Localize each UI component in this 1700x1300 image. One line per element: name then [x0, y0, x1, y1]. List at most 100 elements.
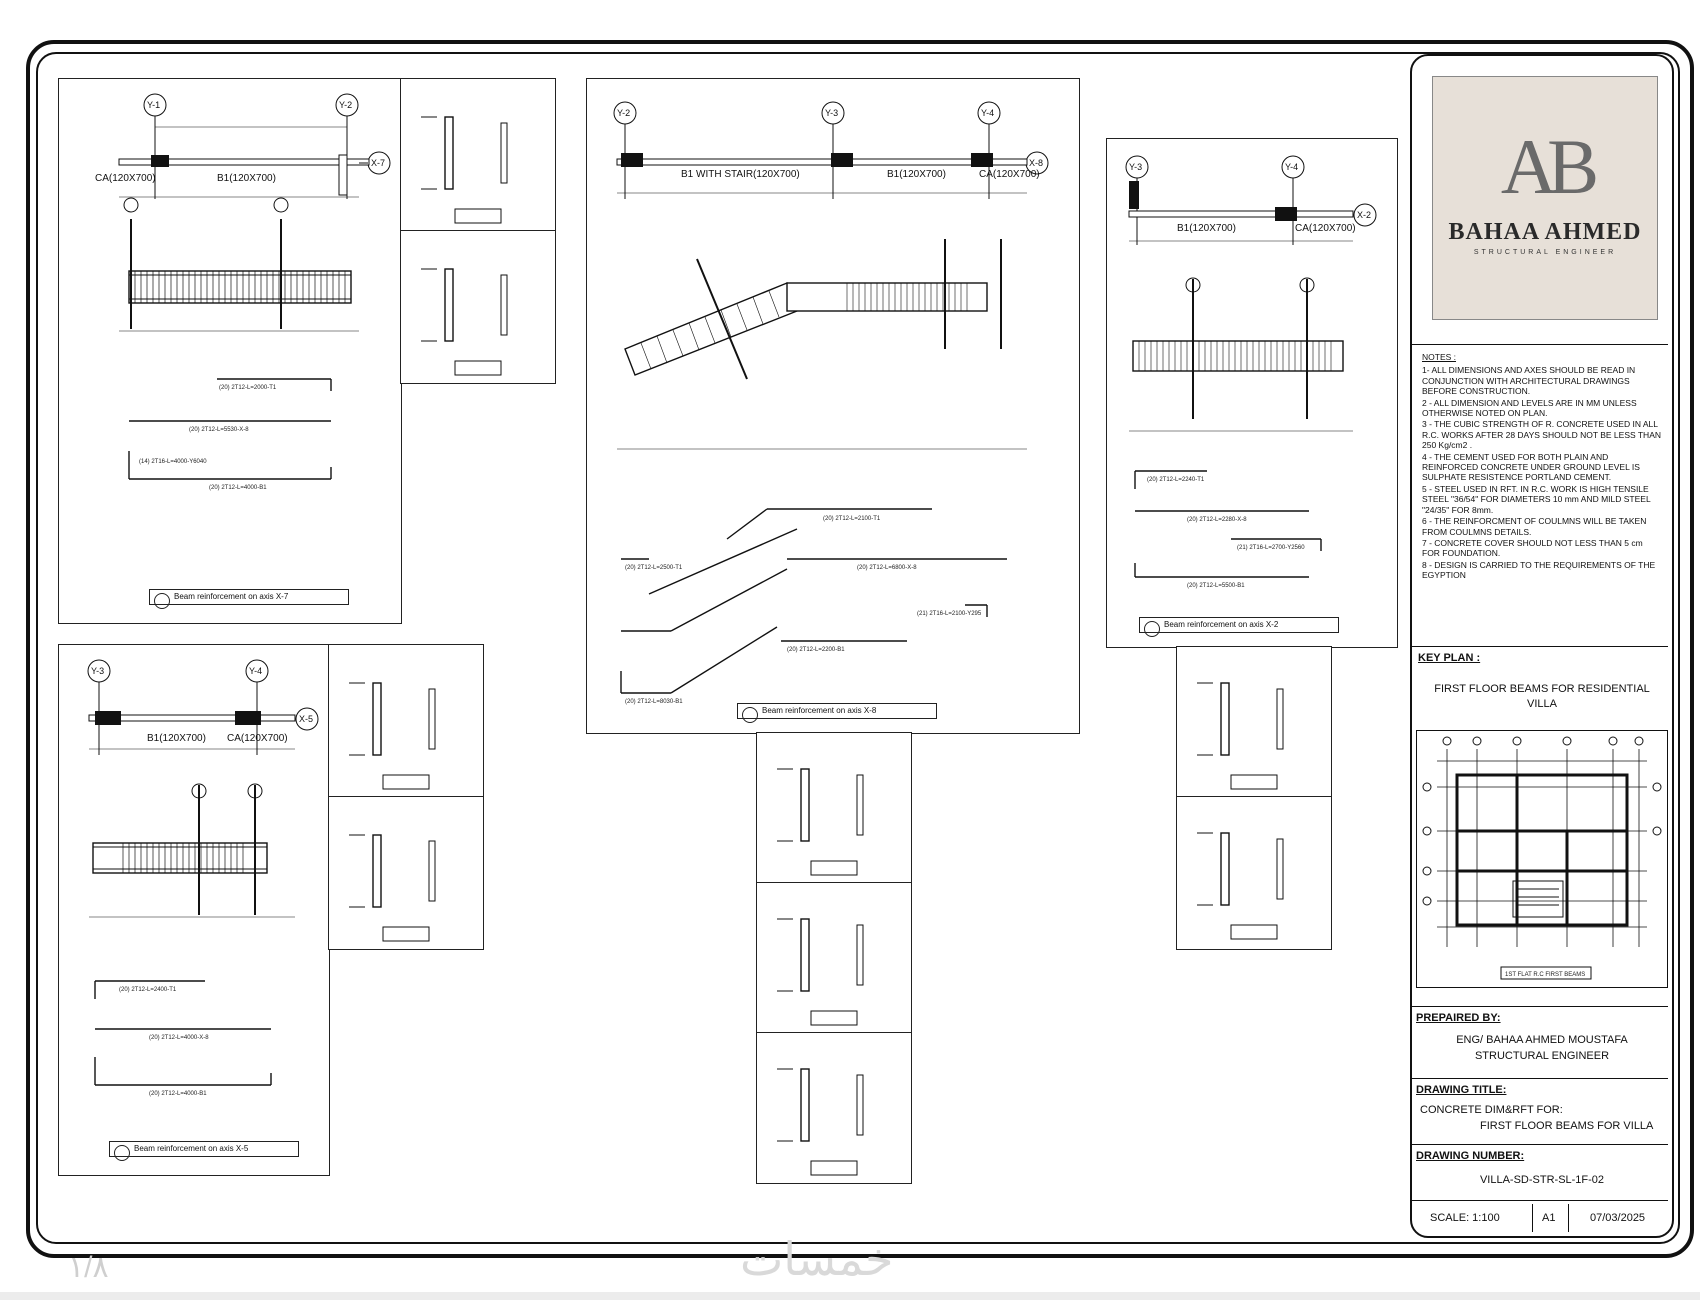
- svg-text:(20) 2T12-L=5500-B1: (20) 2T12-L=5500-B1: [1187, 583, 1245, 589]
- drawing-title-heading: DRAWING TITLE:: [1416, 1084, 1507, 1096]
- section-detail: [400, 230, 556, 384]
- svg-text:X-8: X-8: [1029, 158, 1043, 168]
- section-detail: [400, 78, 556, 232]
- note-item: 3 - THE CUBIC STRENGTH OF R. CONCRETE US…: [1422, 419, 1662, 451]
- drawing-title-line1: CONCRETE DIM&RFT FOR:: [1420, 1104, 1563, 1116]
- divider: [1412, 1078, 1668, 1079]
- svg-text:(21) 2T16-L=2700-Y2560: (21) 2T16-L=2700-Y2560: [1237, 545, 1305, 551]
- svg-text:B1 WITH STAIR(120X700): B1 WITH STAIR(120X700): [681, 169, 800, 180]
- detail-panel-x5: Y-3 Y-4 X-5 B1(120X700) CA(120X700): [58, 644, 330, 1176]
- prepared-by-role: STRUCTURAL ENGINEER: [1474, 1050, 1610, 1062]
- detail-panel-x8: Y-2 Y-3 Y-4 X-8 B1 WITH STAIR(120X700) B…: [586, 78, 1080, 734]
- company-name: BAHAA AHMED: [1448, 219, 1642, 245]
- drawing-number-heading: DRAWING NUMBER:: [1416, 1150, 1525, 1162]
- svg-text:Y-4: Y-4: [1285, 162, 1298, 172]
- section-bubble-icon: [742, 707, 758, 723]
- detail-title: Beam reinforcement on axis X-8: [762, 706, 877, 715]
- detail-title-tag: Beam reinforcement on axis X-2: [1139, 617, 1339, 637]
- svg-text:Y-3: Y-3: [825, 108, 838, 118]
- svg-text:CA(120X700): CA(120X700): [979, 169, 1040, 180]
- svg-text:X-5: X-5: [299, 714, 313, 724]
- company-logo: AB BAHAA AHMED STRUCTURAL ENGINEER: [1432, 76, 1658, 320]
- key-plan-title: FIRST FLOOR BEAMS FOR RESIDENTIAL VILLA: [1434, 683, 1650, 710]
- svg-text:(20) 2T12-L=4000-X-8: (20) 2T12-L=4000-X-8: [149, 1035, 209, 1041]
- scale-row: SCALE: 1:100 A1 07/03/2025: [1412, 1204, 1668, 1232]
- watermark: خمسات: [740, 1232, 894, 1286]
- svg-text:(20) 2T12-L=4000-B1: (20) 2T12-L=4000-B1: [209, 485, 267, 491]
- section-detail: [1176, 646, 1332, 798]
- detail-title: Beam reinforcement on axis X-2: [1164, 620, 1279, 629]
- svg-text:(20) 2T12-L=2240-T1: (20) 2T12-L=2240-T1: [1147, 477, 1205, 483]
- notes-heading: NOTES :: [1422, 352, 1457, 362]
- axis-label: X-7: [371, 158, 385, 168]
- beam-label: B1(120X700): [217, 173, 276, 184]
- detail-panel-x7: (20) 2T12-L=2000-T1 (20) 2T12-L=5530-X-8…: [58, 78, 402, 624]
- prepared-by-heading: PREPAIRED BY:: [1416, 1012, 1501, 1024]
- svg-text:(20) 2T12-L=2280-X-8: (20) 2T12-L=2280-X-8: [1187, 517, 1247, 523]
- note-item: 1- ALL DIMENSIONS AND AXES SHOULD BE REA…: [1422, 365, 1636, 397]
- key-plan-caption: 1ST FLAT R.C FIRST BEAMS: [1505, 972, 1585, 978]
- drawing-sheet-inner-border: [36, 52, 1680, 1244]
- detail-title: Beam reinforcement on axis X-5: [134, 1144, 249, 1153]
- section-detail: [328, 644, 484, 798]
- general-notes: NOTES : 1- ALL DIMENSIONS AND AXES SHOUL…: [1422, 352, 1662, 582]
- svg-text:(20) 2T12-L=2000-T1: (20) 2T12-L=2000-T1: [219, 385, 277, 391]
- drawing-title-line2: FIRST FLOOR BEAMS FOR VILLA: [1480, 1120, 1654, 1132]
- detail-title-tag: Beam reinforcement on axis X-8: [737, 703, 937, 723]
- section-detail: [1176, 796, 1332, 950]
- svg-text:(21) 2T16-L=2100-Y295: (21) 2T16-L=2100-Y295: [917, 611, 982, 617]
- drawing-number: VILLA-SD-STR-SL-1F-02: [1479, 1174, 1605, 1186]
- svg-text:B1(120X700): B1(120X700): [887, 169, 946, 180]
- prepared-by-name: ENG/ BAHAA AHMED MOUSTAFA: [1456, 1034, 1628, 1046]
- svg-text:(20) 2T12-L=2200-B1: (20) 2T12-L=2200-B1: [787, 647, 845, 653]
- svg-text:(20) 2T12-L=2100-T1: (20) 2T12-L=2100-T1: [823, 516, 881, 522]
- svg-text:(20) 2T12-L=8030-B1: (20) 2T12-L=8030-B1: [625, 699, 683, 705]
- drawing-date: 07/03/2025: [1590, 1212, 1646, 1224]
- svg-text:Y-3: Y-3: [1129, 162, 1142, 172]
- bottom-bar: [0, 1292, 1700, 1300]
- axis-label: Y-1: [147, 100, 160, 110]
- scale-value: SCALE: 1:100: [1430, 1212, 1500, 1224]
- key-plan-heading: KEY PLAN :: [1418, 652, 1481, 664]
- company-subtitle: STRUCTURAL ENGINEER: [1473, 249, 1617, 256]
- note-item: 8 - DESIGN IS CARRIED TO THE REQUIREMENT…: [1422, 559, 1656, 581]
- detail-title-tag: Beam reinforcement on axis X-5: [109, 1141, 299, 1161]
- divider: [1412, 646, 1668, 647]
- section-bubble-icon: [1144, 621, 1160, 637]
- svg-text:CA(120X700): CA(120X700): [1295, 223, 1356, 234]
- divider: [1412, 1006, 1668, 1007]
- sheet-size: A1: [1542, 1212, 1556, 1224]
- svg-text:B1(120X700): B1(120X700): [147, 733, 206, 744]
- axis-label: Y-2: [339, 100, 352, 110]
- svg-text:(20) 2T12-L=4000-B1: (20) 2T12-L=4000-B1: [149, 1091, 207, 1097]
- svg-text:Y-4: Y-4: [981, 108, 994, 118]
- divider: [1412, 344, 1668, 345]
- svg-text:Y-3: Y-3: [91, 666, 104, 676]
- detail-panel-x2: Y-3 Y-4 X-2 B1(120X700) CA(120X700): [1106, 138, 1398, 648]
- note-item: 5 - STEEL USED IN RFT. IN R.C. WORK IS H…: [1422, 483, 1651, 515]
- divider: [1412, 1200, 1668, 1201]
- note-item: 4 - THE CEMENT USED FOR BOTH PLAIN AND R…: [1422, 451, 1640, 483]
- section-bubble-icon: [114, 1145, 130, 1161]
- page-number: ١/٨: [68, 1251, 109, 1284]
- note-item: 6 - THE REINFORCMENT OF COULMNS WILL BE …: [1422, 516, 1647, 537]
- detail-title-tag: Beam reinforcement on axis X-7: [149, 589, 349, 609]
- svg-text:CA(120X700): CA(120X700): [227, 733, 288, 744]
- logo-monogram: AB: [1500, 123, 1599, 210]
- svg-text:Y-4: Y-4: [249, 666, 262, 676]
- svg-text:(20) 2T12-L=2400-T1: (20) 2T12-L=2400-T1: [119, 987, 177, 993]
- detail-title: Beam reinforcement on axis X-7: [174, 592, 289, 601]
- note-item: 2 - ALL DIMENSION AND LEVELS ARE IN MM U…: [1422, 397, 1637, 419]
- svg-text:Y-2: Y-2: [617, 108, 630, 118]
- title-block: [1410, 54, 1674, 1238]
- section-detail: [328, 796, 484, 950]
- section-detail: [756, 732, 912, 884]
- svg-text:B1(120X700): B1(120X700): [1177, 223, 1236, 234]
- key-plan-drawing: 1ST FLAT R.C FIRST BEAMS: [1416, 730, 1668, 988]
- svg-text:(20) 2T12-L=2500-T1: (20) 2T12-L=2500-T1: [625, 565, 683, 571]
- svg-text:X-2: X-2: [1357, 210, 1371, 220]
- beam-label: CA(120X700): [95, 173, 156, 184]
- divider: [1412, 1144, 1668, 1145]
- svg-text:(20) 2T12-L=6800-X-8: (20) 2T12-L=6800-X-8: [857, 565, 917, 571]
- svg-text:(20) 2T12-L=5530-X-8: (20) 2T12-L=5530-X-8: [189, 427, 249, 433]
